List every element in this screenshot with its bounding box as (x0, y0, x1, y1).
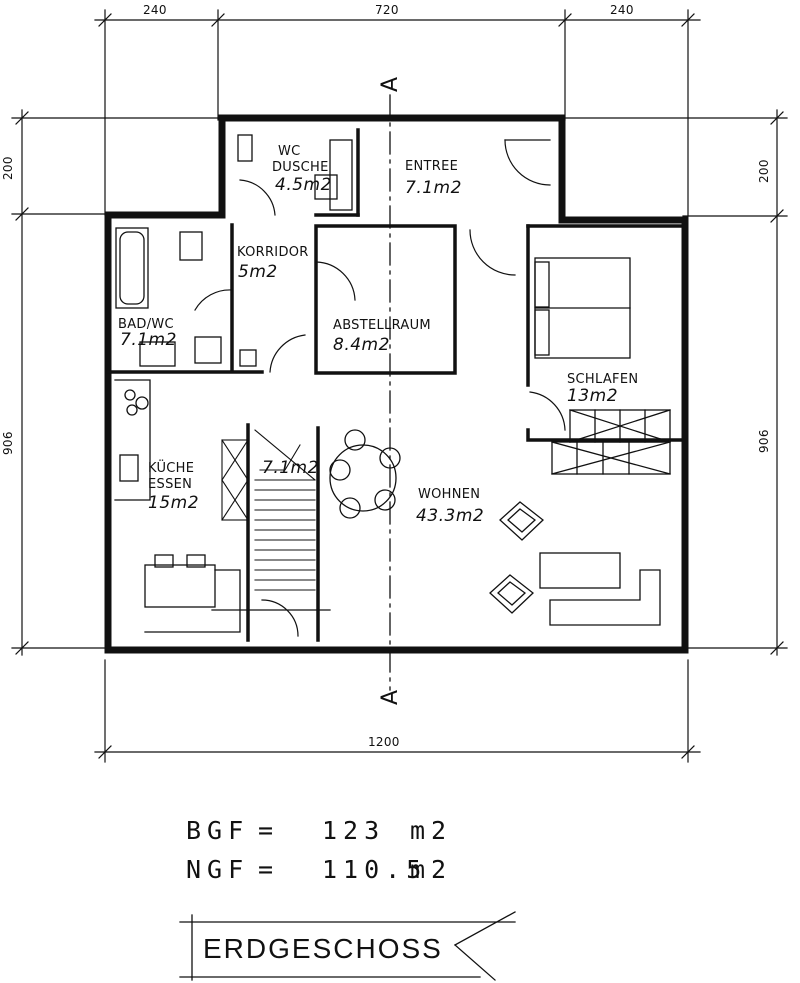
room-korridor-area: 5m2 (238, 262, 278, 282)
stairs (221, 429, 316, 591)
doors (194, 139, 566, 637)
ngf-unit: m2 (410, 855, 453, 884)
ngf-value: 110.5 (322, 855, 428, 884)
room-bad-area: 7.1m2 (120, 330, 177, 350)
room-wc-area: 4.5m2 (275, 175, 332, 195)
room-schlafen-name: SCHLAFEN (567, 372, 639, 387)
section-mark-top: A (378, 76, 403, 92)
dimension-lines (11, 9, 788, 763)
exterior-walls (104, 114, 689, 654)
fixtures (114, 134, 671, 633)
room-kueche-name-1: KÜCHE (148, 461, 195, 476)
room-wc-name-2: DUSCHE (272, 160, 329, 175)
room-wohnen-name: WOHNEN (418, 487, 481, 502)
bgf-equals: = (258, 816, 280, 845)
dim-left-upper: 200 (1, 156, 15, 180)
ngf-equals: = (258, 855, 280, 884)
ngf-label: NGF (186, 855, 250, 884)
room-kueche-area: 15m2 (148, 493, 200, 513)
dim-top-left: 240 (143, 3, 167, 17)
title-frame (179, 911, 516, 981)
plan-title: ERDGESCHOSS (203, 933, 443, 964)
room-entree-area: 7.1m2 (405, 178, 462, 198)
dim-bottom: 1200 (368, 735, 400, 749)
room-wohnen-area: 43.3m2 (416, 506, 485, 526)
room-abstell-area: 8.4m2 (333, 335, 390, 355)
room-abstell-name: ABSTELLRAUM (333, 318, 431, 333)
room-kueche-name-2: ESSEN (148, 477, 193, 492)
dim-top-right: 240 (610, 3, 634, 17)
dim-top-mid: 720 (375, 3, 399, 17)
room-treppe-area: 7.1m2 (262, 458, 319, 478)
room-korridor-name: KORRIDOR (237, 245, 309, 260)
dim-right-upper: 200 (757, 159, 771, 183)
dim-left-lower: 906 (1, 431, 15, 455)
bgf-label: BGF (186, 816, 250, 845)
bgf-unit: m2 (410, 816, 453, 845)
section-mark-bottom: A (378, 689, 403, 705)
room-bad-name: BAD/WC (118, 317, 174, 332)
room-wc-name-1: WC (278, 144, 301, 159)
room-schlafen-area: 13m2 (567, 386, 619, 406)
bgf-value: 123 (322, 816, 386, 845)
room-entree-name: ENTREE (405, 159, 459, 174)
dim-right-lower: 906 (757, 429, 771, 453)
